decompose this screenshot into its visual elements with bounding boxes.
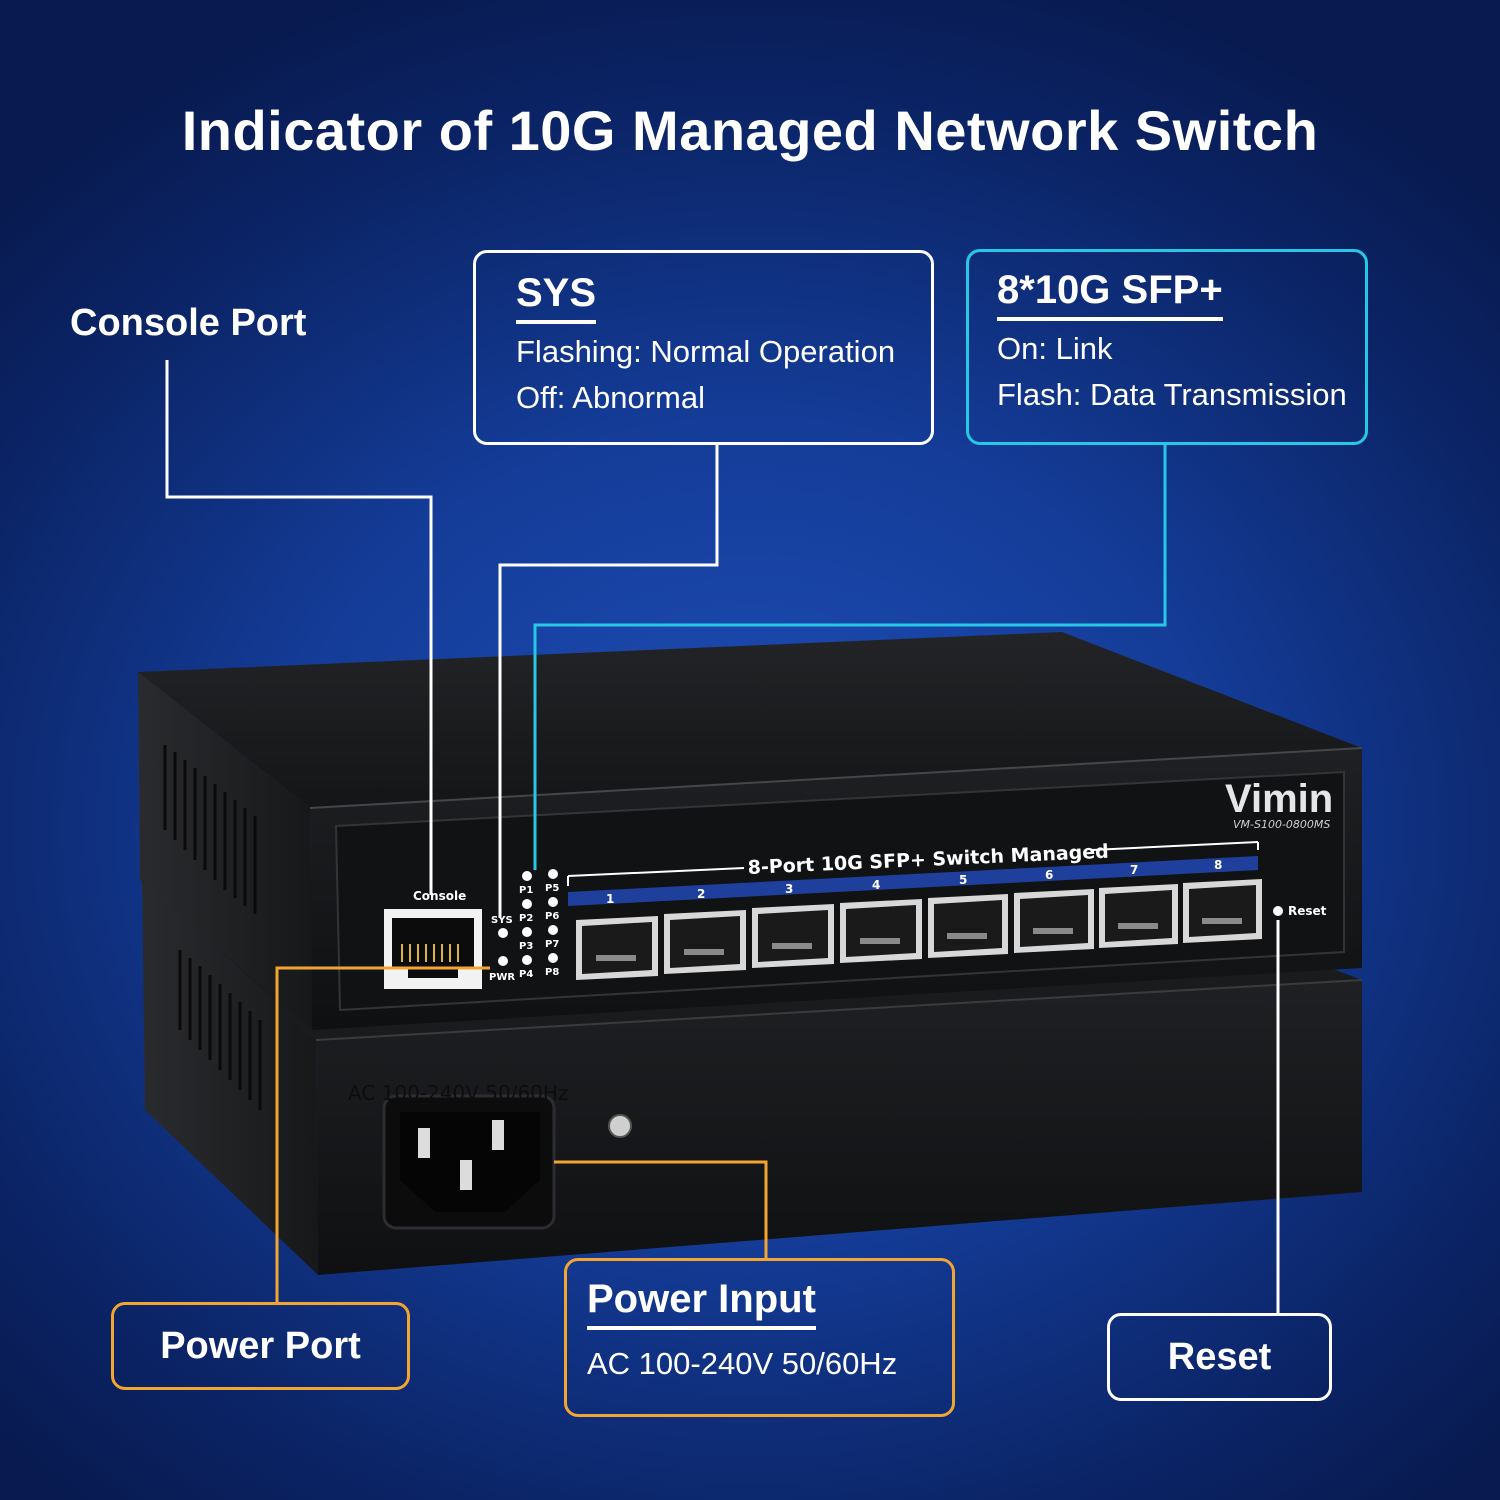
port-number: 8: [1214, 858, 1222, 872]
led-label: P1: [519, 885, 533, 896]
sys-callout-line2: Off: Abnormal: [516, 380, 705, 415]
power-port-label: Power Port: [160, 1324, 361, 1367]
console-text: Console: [413, 889, 466, 903]
ground-screw: [608, 1114, 632, 1138]
power-input-callout: Power Input AC 100-240V 50/60Hz: [564, 1258, 955, 1417]
rear-power-text: AC 100-240V 50/60Hz: [348, 1081, 568, 1105]
sfp-port: [928, 894, 1008, 958]
port-number: 2: [697, 887, 705, 901]
power-port-callout: Power Port: [111, 1302, 410, 1390]
sfp-ports: [576, 879, 1262, 980]
led-indicators: SYS PWR P1 P2 P3 P4 P5 P6 P7 P8: [489, 869, 559, 983]
page-title: Indicator of 10G Managed Network Switch: [181, 99, 1319, 162]
sys-callout-line1: Flashing: Normal Operation: [516, 334, 896, 369]
port-number: 1: [606, 892, 614, 906]
reset-text: Reset: [1288, 904, 1327, 918]
reset-callout: Reset: [1107, 1313, 1332, 1401]
port-number-band: [568, 856, 1258, 906]
console-connector: [165, 360, 433, 895]
led-label: P6: [545, 911, 559, 922]
sfp-callout-line1: On: Link: [997, 331, 1113, 366]
sfp-connector: [533, 445, 1167, 870]
power-input-title: Power Input: [587, 1277, 816, 1330]
port-number: 6: [1045, 868, 1053, 882]
port-number: 7: [1130, 863, 1138, 877]
led-label: P5: [545, 883, 559, 894]
led-label: P8: [545, 967, 559, 978]
pwr-led: [498, 956, 508, 966]
sys-connector: [498, 445, 719, 918]
p4-led: [522, 955, 532, 965]
brand-logo: Vimin: [1225, 777, 1333, 821]
model-number: VM-S100-0800MS: [1233, 818, 1330, 831]
led-label: P2: [519, 913, 533, 924]
vents-lower: [178, 950, 262, 1110]
lower-case-front: [316, 980, 1362, 1275]
power-input-line1: AC 100-240V 50/60Hz: [587, 1346, 898, 1381]
port-number: 5: [959, 873, 967, 887]
upper-case-top: [138, 632, 1362, 808]
vents-upper: [163, 745, 257, 914]
p3-led: [522, 927, 532, 937]
sfp-port: [576, 916, 658, 980]
sfp-port: [1099, 884, 1178, 948]
port-numbers: 1 2 3 4 5 6 7 8: [606, 858, 1222, 906]
port-number: 3: [785, 882, 793, 896]
port-number: 4: [872, 878, 880, 892]
pwr-led-label: PWR: [489, 972, 515, 983]
reset-pinhole: [1273, 906, 1283, 916]
p2-led: [522, 899, 532, 909]
sfp-port: [664, 910, 746, 974]
sfp-port: [840, 899, 922, 963]
led-label: P3: [519, 941, 533, 952]
sfp-callout: 8*10G SFP+ On: Link Flash: Data Transmis…: [966, 249, 1368, 445]
sys-led: [498, 928, 508, 938]
sfp-port: [1014, 889, 1094, 953]
p1-led: [522, 871, 532, 881]
power-port-connector: [275, 966, 490, 1303]
power-input-connector: [554, 1160, 768, 1258]
sys-callout-title: SYS: [516, 271, 597, 324]
led-label: P7: [545, 939, 559, 950]
led-label: P4: [519, 969, 533, 980]
sfp-port: [1183, 879, 1262, 943]
reset-label: Reset: [1167, 1335, 1272, 1378]
sys-led-label: SYS: [491, 915, 513, 926]
p5-led: [548, 869, 558, 879]
connector-lines: [165, 360, 1280, 1313]
p7-led: [548, 925, 558, 935]
sfp-port: [752, 904, 834, 968]
sys-callout: SYS Flashing: Normal Operation Off: Abno…: [473, 250, 934, 445]
p6-led: [548, 897, 558, 907]
console-port-label: Console Port: [70, 302, 307, 344]
p8-led: [548, 953, 558, 963]
sfp-callout-title: 8*10G SFP+: [997, 268, 1223, 321]
sfp-callout-line2: Flash: Data Transmission: [997, 377, 1347, 412]
